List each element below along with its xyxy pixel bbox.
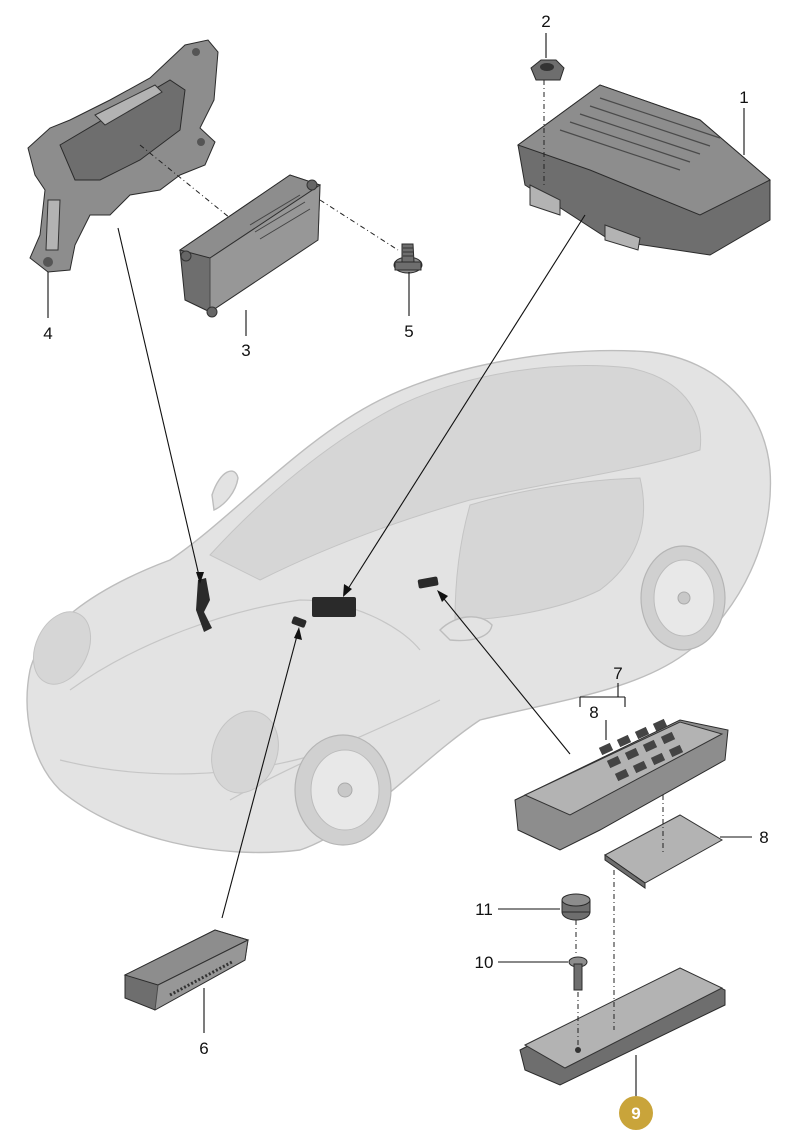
callout-4: 4 — [43, 324, 52, 343]
part-10-screw — [568, 956, 588, 991]
callout-8-top: 8 — [589, 703, 598, 722]
car-component-control-unit — [312, 597, 356, 617]
callout-10: 10 — [475, 953, 494, 972]
callout-7: 7 — [613, 664, 622, 683]
callout-2: 2 — [541, 12, 550, 31]
callout-6: 6 — [199, 1039, 208, 1058]
part-2-nut — [530, 59, 565, 81]
part-6-receiver-module — [123, 929, 250, 1011]
callout-9: 9 — [631, 1104, 640, 1123]
part-5-bolt — [393, 243, 423, 274]
callout-1: 1 — [739, 88, 748, 107]
callout-labels: 1 2 3 4 5 6 7 8 8 10 11 9 — [43, 12, 769, 1130]
part-3-control-module — [178, 174, 322, 318]
leader-lines — [47, 33, 752, 1096]
callout-11: 11 — [475, 900, 493, 919]
part-1-control-unit — [516, 84, 771, 256]
callout-8-right: 8 — [759, 828, 768, 847]
callout-9-badge: 9 — [619, 1096, 653, 1130]
keypad — [598, 718, 684, 782]
callout-3: 3 — [241, 341, 250, 360]
callout-5: 5 — [404, 322, 413, 341]
part-9-cradle — [519, 967, 726, 1086]
part-11-grommet — [561, 893, 591, 921]
car-component-receiver — [417, 576, 439, 589]
car-component-bracket — [196, 578, 212, 632]
car-illustration — [26, 349, 772, 854]
part-4-bracket — [27, 39, 219, 273]
part-8-cover — [604, 814, 724, 889]
car-component-antenna — [291, 616, 307, 628]
